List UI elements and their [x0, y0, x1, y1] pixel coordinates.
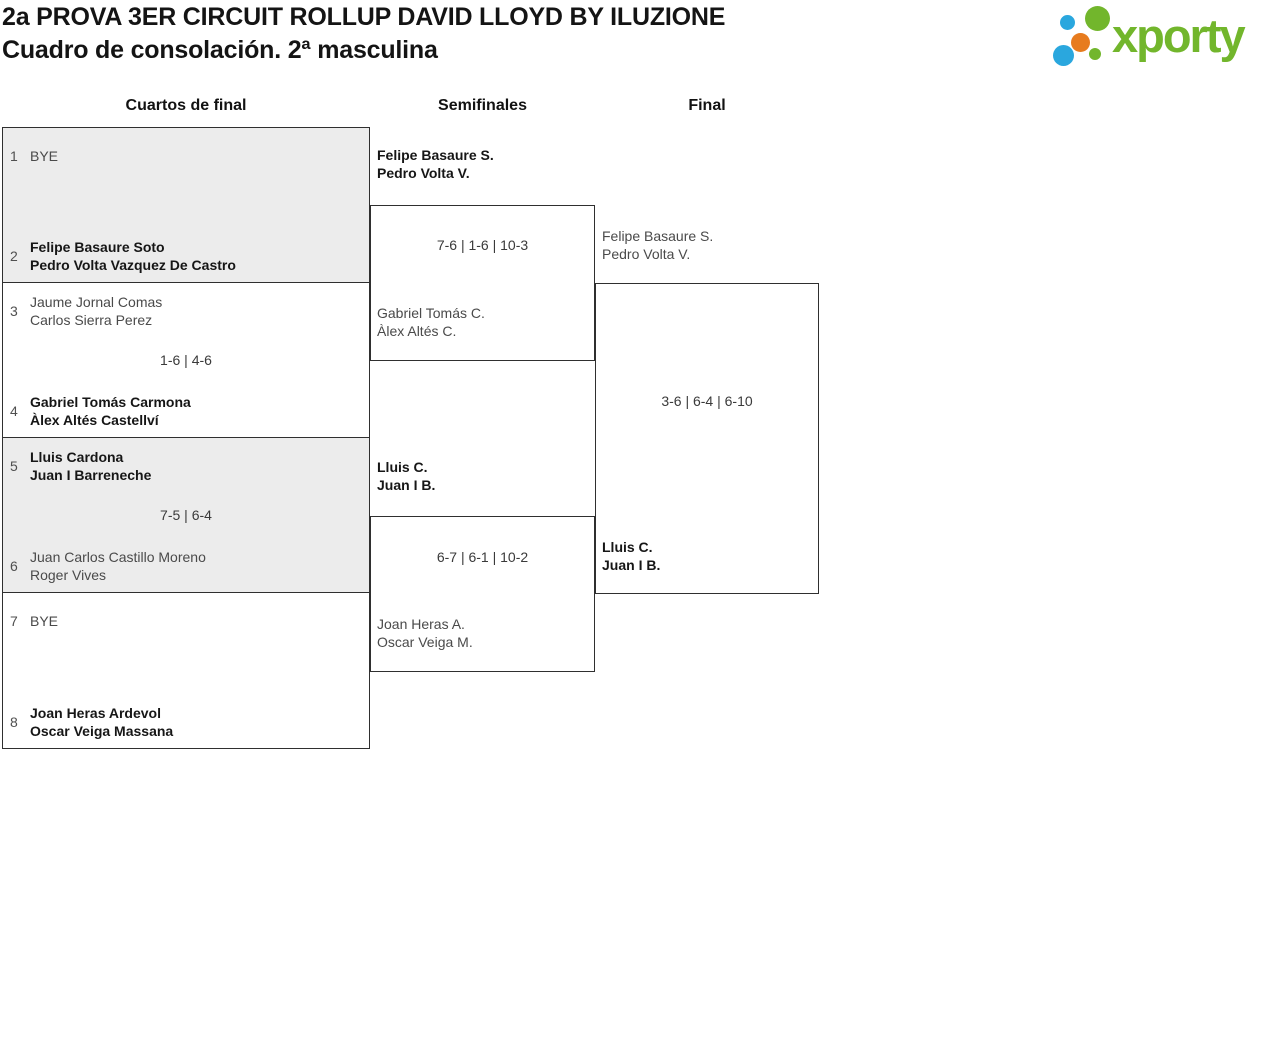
match-score: 1-6 | 4-6 [160, 352, 212, 368]
player-name: Oscar Veiga M. [377, 634, 473, 650]
team-names: Lluis Cardona Juan I Barreneche [30, 448, 151, 484]
player-name: Felipe Basaure S. [377, 147, 494, 163]
player-name: Joan Heras Ardevol [30, 705, 161, 721]
player-name: Pedro Volta V. [602, 246, 691, 262]
final-match [595, 283, 819, 594]
player-name: Pedro Volta Vazquez De Castro [30, 257, 236, 273]
logo-dot-green-small-icon [1089, 48, 1101, 60]
seed-number: 5 [10, 458, 18, 474]
team-names: Juan Carlos Castillo Moreno Roger Vives [30, 548, 206, 584]
round-header-semifinals: Semifinales [438, 97, 527, 114]
player-name: Oscar Veiga Massana [30, 723, 174, 739]
player-name: Felipe Basaure S. [602, 228, 714, 244]
sf1-score: 7-6 | 1-6 | 10-3 [436, 237, 529, 253]
seed-number: 8 [10, 714, 18, 730]
qf-match-3: 5 Lluis Cardona Juan I Barreneche 7-5 | … [2, 438, 370, 593]
player-name: Àlex Altés Castellví [30, 412, 159, 428]
player-name: Gabriel Tomás Carmona [30, 394, 191, 410]
qf-match-1: 1 BYE 2 Felipe Basaure Soto Pedro Volta … [2, 127, 370, 283]
team-entry: 1 BYE [3, 138, 369, 174]
sf-match-2 [370, 516, 595, 672]
player-name: Felipe Basaure Soto [30, 239, 165, 255]
player-name: Lluis Cardona [30, 449, 124, 465]
player-name: BYE [30, 613, 59, 629]
sf1-top-team: Felipe Basaure S. Pedro Volta V. [377, 146, 494, 182]
qf-match-2: 3 Jaume Jornal Comas Carlos Sierra Perez… [2, 283, 370, 438]
sf2-score: 6-7 | 6-1 | 10-2 [436, 549, 529, 565]
player-name: Joan Heras A. [377, 616, 465, 632]
seed-number: 1 [10, 148, 18, 164]
team-names: BYE [30, 612, 58, 630]
qf-match-4: 7 BYE 8 Joan Heras Ardevol Oscar Veiga M… [2, 593, 370, 749]
xporty-logo[interactable]: xporty [1050, 2, 1276, 72]
player-name: Lluis C. [602, 539, 653, 555]
final-top-team: Felipe Basaure S. Pedro Volta V. [602, 227, 713, 263]
team-names: Gabriel Tomás Carmona Àlex Altés Castell… [30, 393, 191, 429]
player-name: Juan I Barreneche [30, 467, 152, 483]
team-entry: 3 Jaume Jornal Comas Carlos Sierra Perez [3, 293, 369, 329]
page-title: 2a PROVA 3ER CIRCUIT ROLLUP DAVID LLOYD … [2, 3, 726, 31]
sf1-bottom-team: Gabriel Tomás C. Àlex Altés C. [377, 304, 485, 340]
player-name: Juan I B. [377, 477, 436, 493]
logo-dot-blue-big-icon [1053, 45, 1074, 66]
logo-wordmark: xporty [1112, 9, 1246, 62]
team-entry: 4 Gabriel Tomás Carmona Àlex Altés Caste… [3, 393, 369, 429]
player-name: Gabriel Tomás C. [377, 305, 485, 321]
player-name: Pedro Volta V. [377, 165, 470, 181]
team-entry: 8 Joan Heras Ardevol Oscar Veiga Massana [3, 704, 369, 740]
seed-number: 3 [10, 303, 18, 319]
team-entry: 5 Lluis Cardona Juan I Barreneche [3, 448, 369, 484]
player-name: Juan Carlos Castillo Moreno [30, 549, 206, 565]
logo-dot-green-big-icon [1085, 6, 1110, 31]
team-entry: 2 Felipe Basaure Soto Pedro Volta Vazque… [3, 238, 369, 274]
sf-match-1 [370, 205, 595, 361]
match-score: 7-5 | 6-4 [160, 507, 212, 523]
player-name: Àlex Altés C. [377, 323, 457, 339]
final-bottom-team: Lluis C. Juan I B. [602, 538, 660, 574]
round-header-final: Final [688, 97, 726, 114]
seed-number: 2 [10, 248, 18, 264]
team-entry: 6 Juan Carlos Castillo Moreno Roger Vive… [3, 548, 369, 584]
team-entry: 7 BYE [3, 603, 369, 639]
sf2-bottom-team: Joan Heras A. Oscar Veiga M. [377, 615, 473, 651]
player-name: BYE [30, 148, 59, 164]
player-name: Juan I B. [602, 557, 661, 573]
seed-number: 7 [10, 613, 18, 629]
page-subtitle: Cuadro de consolación. 2ª masculina [2, 36, 438, 64]
team-names: BYE [30, 147, 58, 165]
team-names: Felipe Basaure Soto Pedro Volta Vazquez … [30, 238, 236, 274]
logo-dot-orange-icon [1071, 33, 1090, 52]
player-name: Carlos Sierra Perez [30, 312, 153, 328]
logo-dot-blue-small-icon [1060, 15, 1075, 30]
team-names: Jaume Jornal Comas Carlos Sierra Perez [30, 293, 162, 329]
player-name: Roger Vives [30, 567, 107, 583]
seed-number: 4 [10, 403, 18, 419]
player-name: Lluis C. [377, 459, 428, 475]
round-header-quarterfinals: Cuartos de final [125, 97, 247, 114]
sf2-top-team: Lluis C. Juan I B. [377, 458, 435, 494]
final-score: 3-6 | 6-4 | 6-10 [661, 393, 753, 409]
seed-number: 6 [10, 558, 18, 574]
player-name: Jaume Jornal Comas [30, 294, 163, 310]
team-names: Joan Heras Ardevol Oscar Veiga Massana [30, 704, 173, 740]
